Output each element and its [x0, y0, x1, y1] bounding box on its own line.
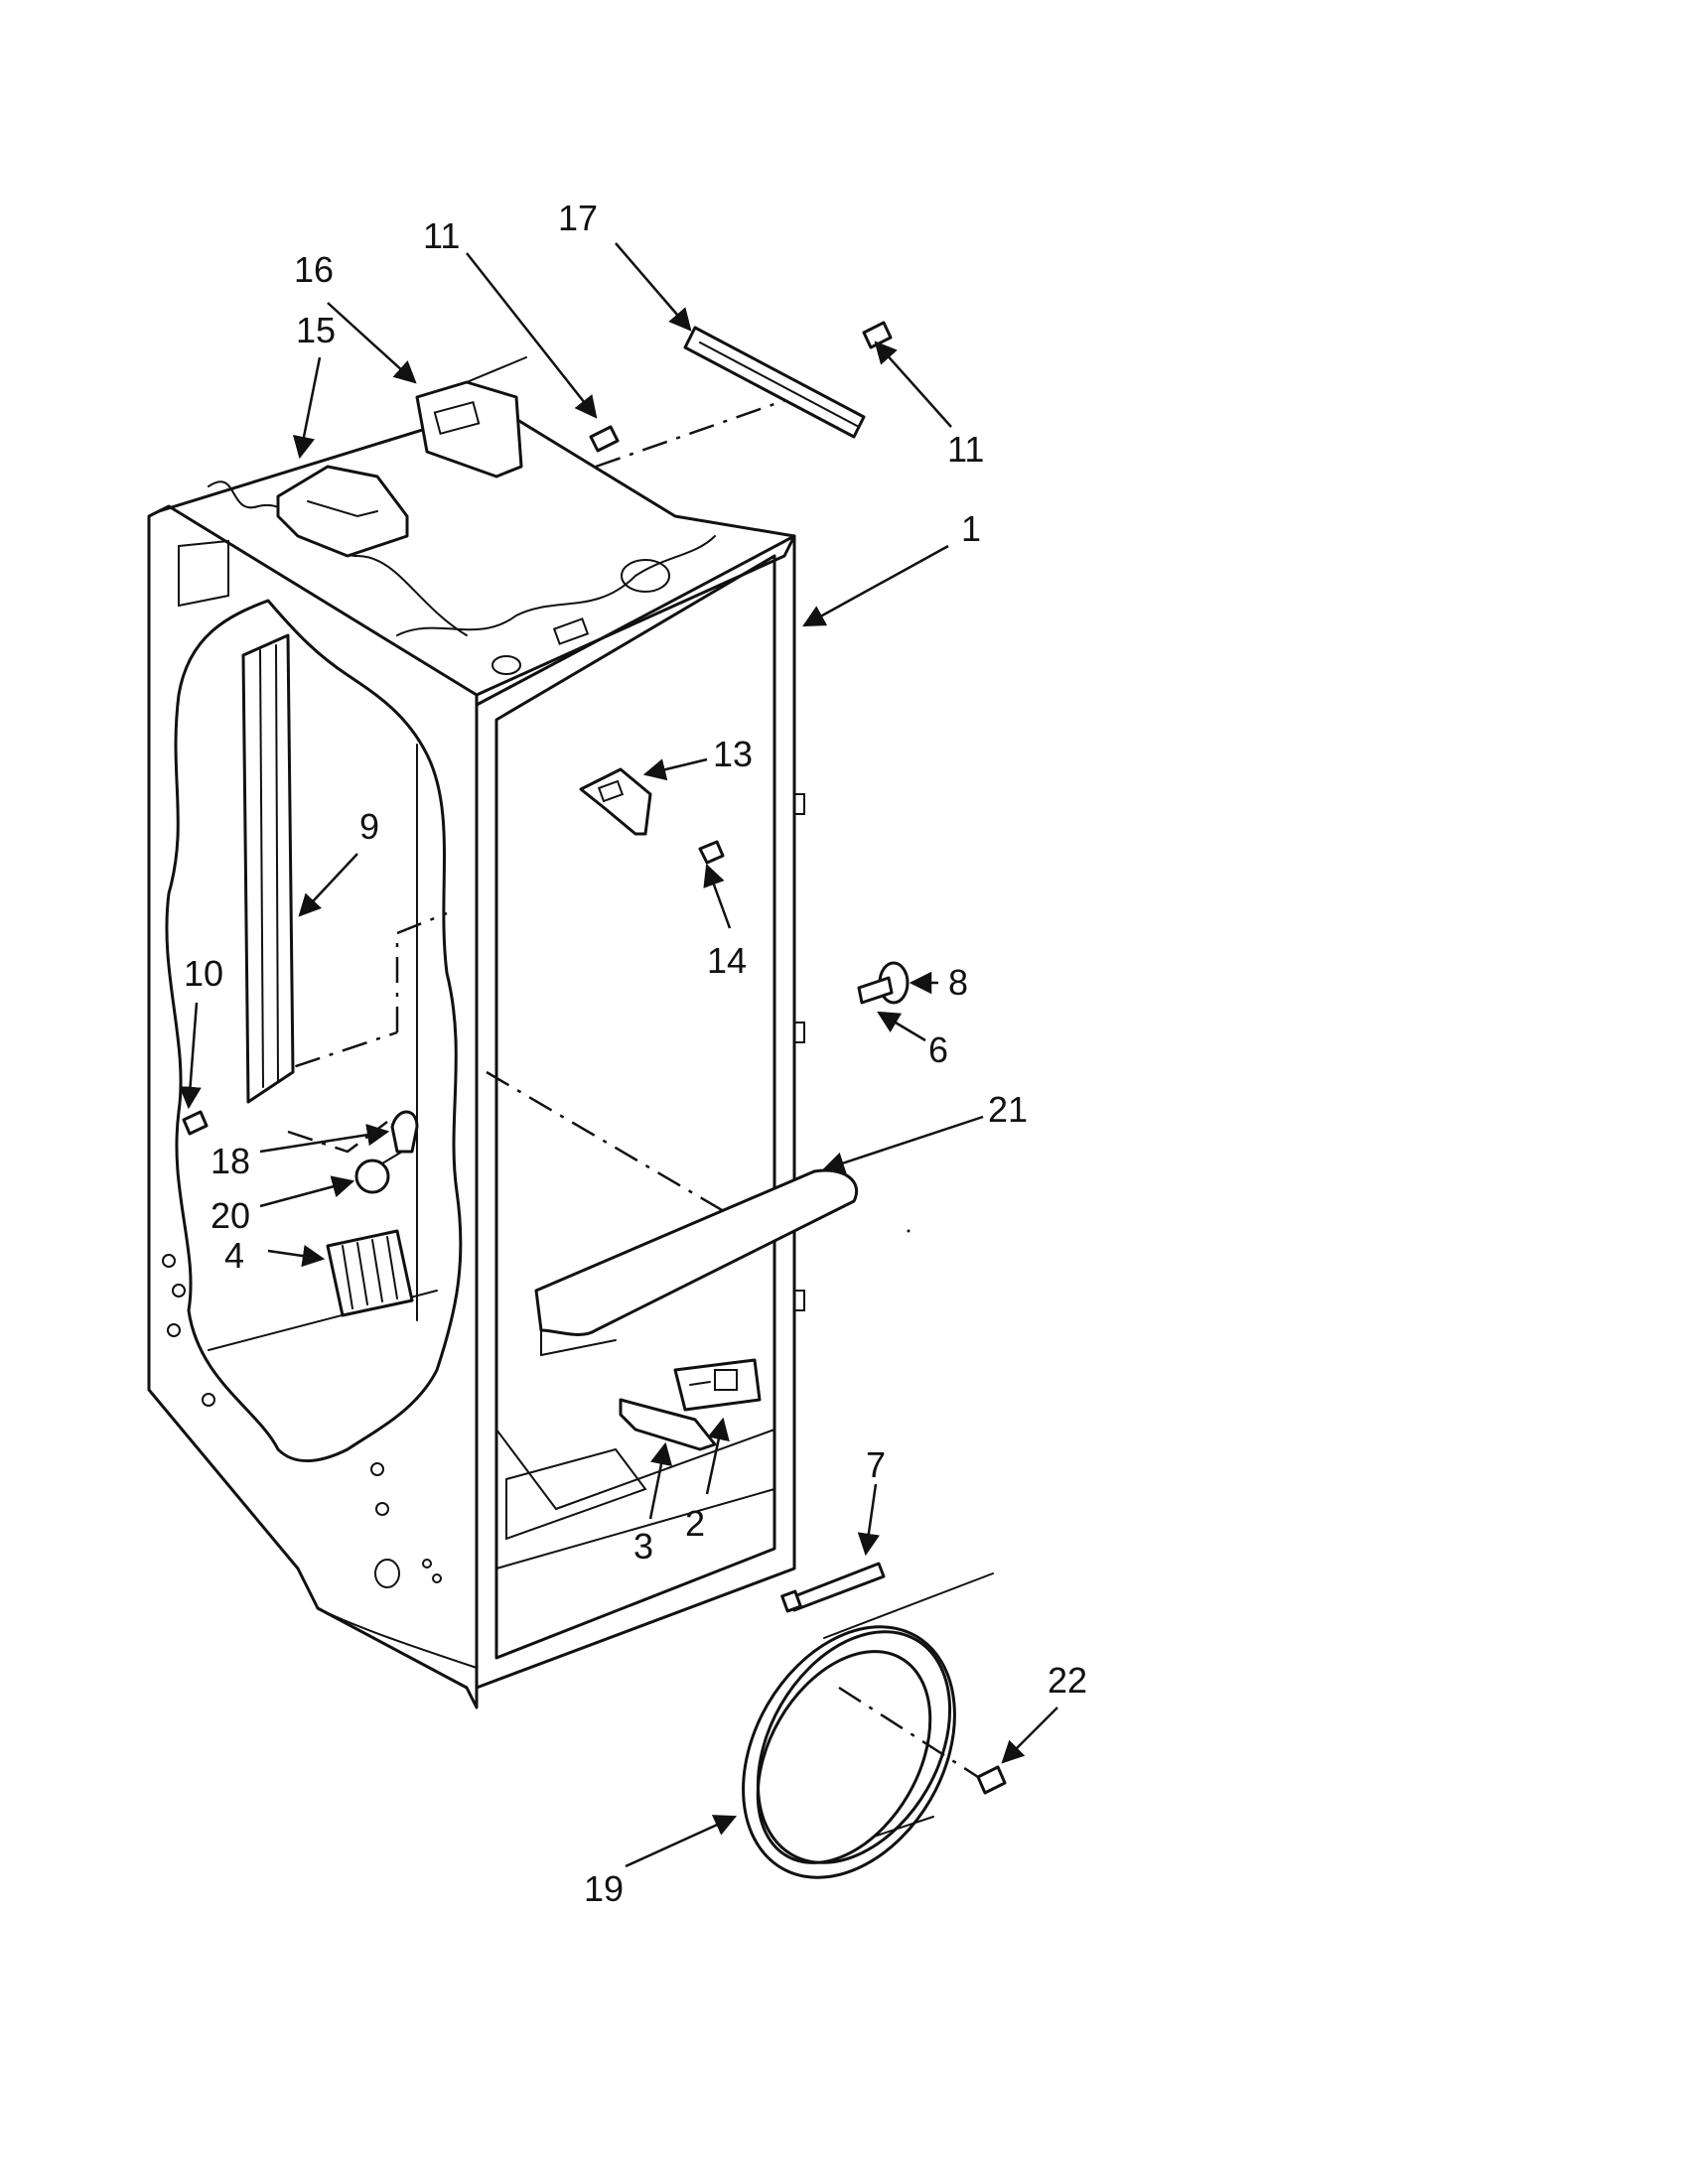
cabinet-liner [147, 395, 805, 1709]
water-tubing-coil [742, 1572, 994, 1879]
leader-lines [179, 242, 1058, 1868]
callout-20: 20 [210, 1195, 250, 1236]
mounting-bracket [415, 356, 527, 478]
callout-17: 17 [558, 198, 598, 238]
bracket-2 [673, 1358, 762, 1412]
stray-dot [907, 1229, 911, 1233]
callout-4: 4 [224, 1235, 244, 1276]
callout-22: 22 [1048, 1660, 1087, 1701]
light-socket [390, 1110, 419, 1154]
light-bulb [354, 1151, 403, 1194]
callout-3: 3 [633, 1526, 653, 1567]
callout-15: 15 [296, 310, 336, 350]
callout-6: 6 [928, 1029, 948, 1070]
screw-11-top [589, 425, 620, 453]
control-housing [276, 465, 409, 558]
callout-13: 13 [713, 734, 753, 774]
callout-16: 16 [294, 249, 334, 290]
bracket-13 [579, 767, 652, 836]
callout-8: 8 [948, 962, 968, 1003]
callout-21: 21 [988, 1089, 1028, 1130]
screw-14 [698, 840, 725, 865]
air-vent [326, 1229, 414, 1317]
shelf-ladder-rail [241, 633, 295, 1104]
callout-11-top: 11 [423, 215, 460, 256]
screw-10 [182, 1110, 209, 1136]
callout-11-right: 11 [947, 429, 984, 470]
callout-9: 9 [359, 806, 379, 847]
roller-leveler [857, 961, 910, 1005]
callout-2: 2 [685, 1503, 705, 1544]
callout-19: 19 [584, 1868, 624, 1909]
callout-1: 1 [961, 508, 981, 549]
screw-22 [976, 1765, 1007, 1795]
crisper-cover [534, 1168, 858, 1357]
callout-labels: 17 11 16 15 11 1 13 14 9 8 6 10 21 18 20… [184, 198, 1087, 1909]
callout-7: 7 [866, 1444, 886, 1485]
top-trim-bracket [683, 326, 866, 439]
bracket-3 [619, 1398, 717, 1451]
callout-18: 18 [210, 1141, 250, 1181]
cable-tie [780, 1562, 886, 1613]
screw-11-right [862, 321, 893, 349]
callout-10: 10 [184, 953, 223, 994]
callout-14: 14 [707, 940, 747, 981]
